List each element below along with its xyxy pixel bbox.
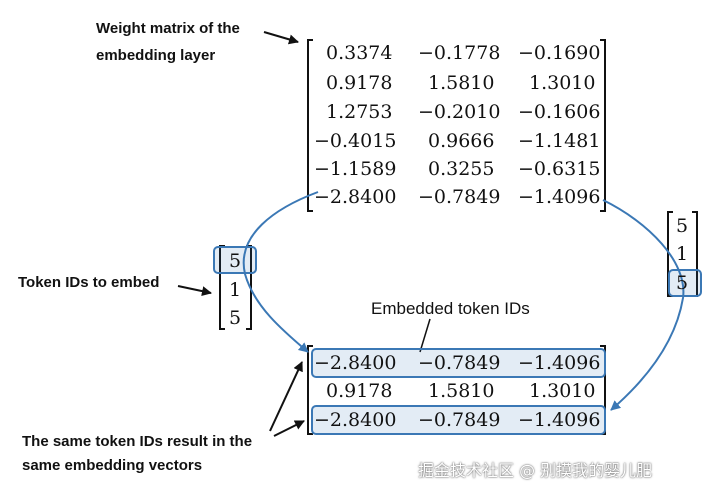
- left-token-highlight: [213, 246, 257, 274]
- weight-cell: 1.2753: [326, 101, 393, 123]
- right-lookup-arrow: [602, 199, 685, 411]
- right-token-highlight: [668, 269, 702, 297]
- weight-matrix-label: Weight matrix of the embedding layer: [96, 20, 240, 64]
- output-cell: −2.8400: [314, 352, 397, 374]
- weight-cell: 0.9666: [428, 130, 495, 152]
- weight-cell: −1.1589: [314, 158, 397, 180]
- output-cell: −0.7849: [418, 352, 501, 374]
- weight-cell: 1.5810: [428, 72, 495, 94]
- weight-cell: −0.1778: [418, 42, 501, 64]
- token-id: 5: [229, 307, 242, 329]
- weight-cell: 0.3374: [326, 42, 393, 64]
- token-id: 5: [676, 215, 689, 237]
- output-row-3-highlight: [311, 405, 606, 435]
- watermark: 掘金技术社区 @ 别摸我的婴儿肥: [418, 461, 653, 480]
- token-id: 1: [676, 243, 689, 265]
- token-id: 1: [229, 279, 242, 301]
- output-row-1-highlight: [311, 348, 606, 378]
- embedded-token-ids-label: Embedded token IDs: [371, 299, 530, 318]
- weight-cell: −0.1606: [518, 101, 601, 123]
- weight-cell: 0.3255: [428, 158, 495, 180]
- same-token-ids-label: The same token IDs result in the same em…: [22, 433, 253, 474]
- output-cell: −1.4096: [518, 409, 601, 431]
- weight-label-arrow: [263, 31, 299, 45]
- same-ids-arrow-2: [273, 420, 305, 437]
- output-cell: −1.4096: [518, 352, 601, 374]
- weight-matrix-brackets: [307, 39, 606, 212]
- output-cell: 1.5810: [428, 380, 495, 402]
- weight-cell: −0.7849: [418, 186, 501, 208]
- weight-cell: −0.1690: [518, 42, 601, 64]
- token-ids-label: Token IDs to embed: [18, 274, 160, 291]
- same-ids-arrow-1: [269, 361, 303, 432]
- weight-cell: −1.1481: [518, 130, 601, 152]
- embedded-label-line: [419, 318, 431, 353]
- weight-cell: −0.2010: [418, 101, 501, 123]
- output-cell: 0.9178: [326, 380, 393, 402]
- token-label-arrow: [177, 285, 212, 297]
- weight-cell: −1.4096: [518, 186, 601, 208]
- weight-cell: −0.4015: [314, 130, 397, 152]
- output-cell: 1.3010: [529, 380, 596, 402]
- weight-cell: 1.3010: [529, 72, 596, 94]
- weight-cell: −2.8400: [314, 186, 397, 208]
- output-cell: −2.8400: [314, 409, 397, 431]
- output-cell: −0.7849: [418, 409, 501, 431]
- weight-cell: 0.9178: [326, 72, 393, 94]
- weight-cell: −0.6315: [518, 158, 601, 180]
- token-id: 5: [229, 250, 242, 272]
- token-id: 5: [676, 272, 689, 294]
